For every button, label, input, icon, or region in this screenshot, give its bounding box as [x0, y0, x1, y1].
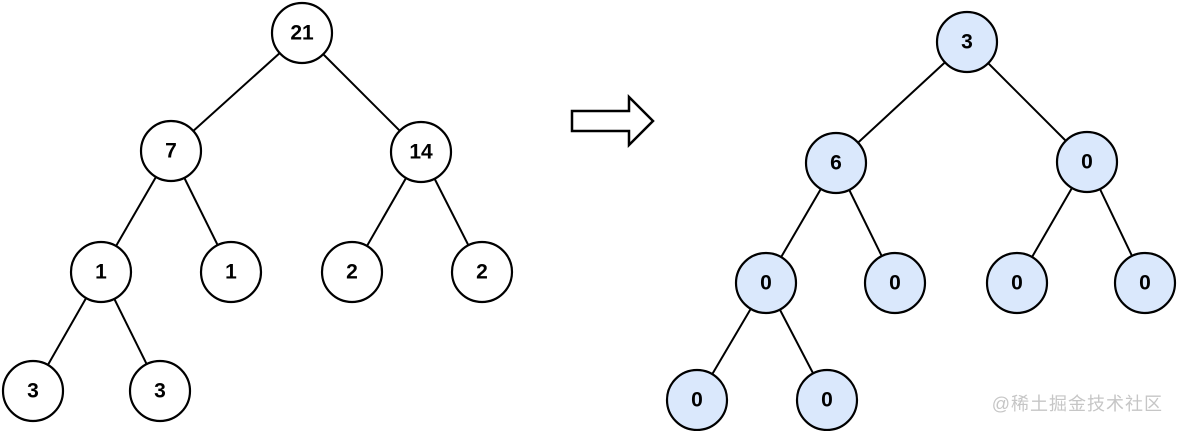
original-tree-node: 21: [270, 1, 334, 65]
transformed-tree-node: 6: [804, 131, 868, 195]
tree-node-circle: [450, 240, 514, 304]
tree-node-label: 1: [95, 261, 107, 284]
tree-node-label: 7: [165, 140, 177, 163]
right-arrow-icon: [570, 93, 655, 149]
original-tree-node: 2: [320, 240, 384, 304]
tree-node-circle: [804, 131, 868, 195]
tree-node-circle: [69, 240, 133, 304]
tree-node-label: 0: [760, 272, 772, 295]
tree-node-circle: [863, 251, 927, 315]
transformed-tree-node: 0: [1113, 251, 1177, 315]
tree-node-label: 0: [691, 389, 703, 412]
original-tree-node: 2: [450, 240, 514, 304]
tree-node-circle: [139, 119, 203, 183]
tree-node-label: 0: [889, 272, 901, 295]
transformed-tree-node: 0: [863, 251, 927, 315]
tree-node-circle: [1055, 130, 1119, 194]
tree-node-circle: [734, 251, 798, 315]
tree-node-circle: [270, 1, 334, 65]
transformed-tree-node: 0: [795, 368, 859, 431]
original-tree-node: 1: [199, 240, 263, 304]
tree-node-label: 3: [27, 380, 39, 403]
transformed-tree-node: 3: [935, 10, 999, 74]
tree-node-label: 2: [346, 261, 358, 284]
original-tree-node: 3: [128, 359, 192, 423]
tree-node-label: 0: [1081, 151, 1093, 174]
original-tree-node: 3: [1, 359, 65, 423]
tree-node-label: 3: [961, 31, 973, 54]
tree-node-circle: [128, 359, 192, 423]
transformed-tree-node: 0: [665, 368, 729, 431]
tree-node-circle: [199, 240, 263, 304]
edges-layer: [32, 32, 1146, 401]
transformed-tree-node: 0: [985, 251, 1049, 315]
tree-node-label: 0: [1139, 272, 1151, 295]
tree-node-label: 14: [409, 141, 433, 164]
tree-node-circle: [985, 251, 1049, 315]
tree-node-label: 6: [830, 152, 842, 175]
tree-node-label: 0: [1011, 272, 1023, 295]
tree-node-circle: [1, 359, 65, 423]
tree-node-circle: [1113, 251, 1177, 315]
original-tree-node: 14: [389, 120, 453, 184]
tree-node-label: 3: [154, 380, 166, 403]
tree-node-label: 1: [225, 261, 237, 284]
tree-node-circle: [795, 368, 859, 431]
watermark: @稀土掘金技术社区: [991, 394, 1163, 414]
original-tree-node: 1: [69, 240, 133, 304]
transformed-tree-node: 0: [734, 251, 798, 315]
tree-node-label: 0: [821, 389, 833, 412]
original-tree-node: 7: [139, 119, 203, 183]
tree-node-circle: [320, 240, 384, 304]
tree-node-circle: [665, 368, 729, 431]
transformed-tree-node: 0: [1055, 130, 1119, 194]
tree-node-circle: [389, 120, 453, 184]
tree-node-label: 2: [476, 261, 488, 284]
tree-node-circle: [935, 10, 999, 74]
tree-node-label: 21: [290, 22, 314, 45]
